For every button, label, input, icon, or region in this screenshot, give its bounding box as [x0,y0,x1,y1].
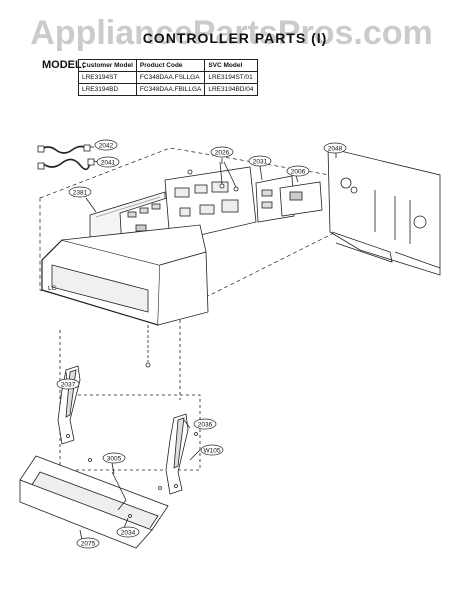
control-board-frame [164,161,257,243]
callout-2048: 2048 [328,146,343,153]
model-label: MODEL: [42,59,86,71]
callout-2006: 2006 [291,169,306,176]
callout-2041: 2041 [101,160,116,167]
cell-svc-model: LRE3194BD/04 [204,83,258,96]
callout-2042: 2042 [99,143,114,150]
model-table: Customer Model Product Code SVC Model LR… [78,59,258,96]
callout-2036: 2036 [198,422,213,429]
cell-product-code: FC348DAA.FBILLGA [135,83,206,96]
callout-2075: 2075 [81,541,96,548]
callout-2381: 2381 [73,190,88,197]
callout-3005: 3005 [107,456,122,463]
table-row: LRE3194ST FC348DAA.FSLLGA LRE3194ST/01 [78,71,258,84]
watermark: AppliancePartsPros.com [30,14,433,52]
diagram-title: CONTROLLER PARTS (I) [142,30,328,46]
assembly-outline [39,147,341,321]
callout-2026: 2026 [215,150,230,157]
table-row: LRE3194BD FC348DAA.FBILLGA LRE3194BD/04 [78,83,258,96]
lg-logo: LG [48,285,57,292]
callout-2031: 2031 [253,159,268,166]
callout-2034: 2034 [121,530,136,537]
wire-harness-2041 [37,158,95,171]
rod-3005 [111,471,127,511]
callout-w105: W105 [204,448,221,455]
rear-cover-2048 [327,147,441,276]
wire-harness-2042 [37,144,91,154]
callout-2037: 2037 [61,382,76,389]
control-panel-fascia [41,224,209,326]
side-bracket-2037 [57,365,81,445]
pcb-2006 [279,181,323,217]
side-bracket-2036 [158,413,198,495]
